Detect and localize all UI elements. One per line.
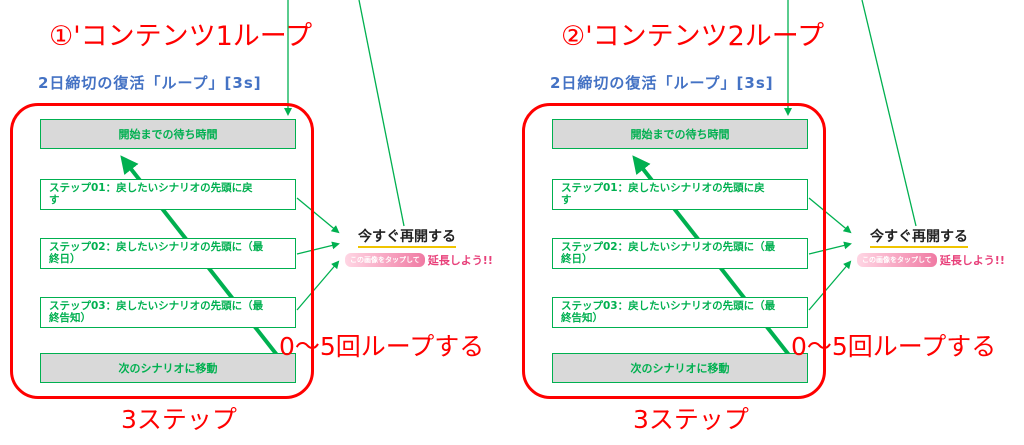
resume-title: 今すぐ再開する	[870, 228, 968, 248]
resume-badge: この画像をタップして	[345, 253, 425, 267]
loop-count-label: 0〜5回ループする	[791, 332, 997, 361]
next-scenario-box: 次のシナリオに移動	[552, 353, 808, 383]
steps-frame	[10, 103, 314, 399]
step-01-box: ステップ01：戻したいシナリオの先頭に戻 す	[40, 179, 296, 210]
panel-subheading: 2日締切の復活「ループ」[3s]	[550, 74, 774, 92]
wait-time-box: 開始までの待ち時間	[40, 119, 296, 149]
wait-time-box: 開始までの待ち時間	[552, 119, 808, 149]
step-03-box: ステップ03：戻したいシナリオの先頭に（最 終告知）	[552, 297, 808, 328]
step-02-box: ステップ02：戻したいシナリオの先頭に（最 終日）	[40, 238, 296, 269]
step-to-resume-arrows	[808, 197, 852, 311]
incoming-arrow-lines	[784, 0, 917, 227]
step-02-box: ステップ02：戻したいシナリオの先頭に（最 終日）	[552, 238, 808, 269]
step-count-label: 3ステップ	[121, 405, 237, 434]
panel-heading: ①'コンテンツ1ループ	[49, 21, 313, 52]
resume-title: 今すぐ再開する	[358, 228, 456, 248]
step-01-box: ステップ01：戻したいシナリオの先頭に戻 す	[552, 179, 808, 210]
step-count-label: 3ステップ	[633, 405, 749, 434]
panel-heading: ②'コンテンツ2ループ	[561, 21, 825, 52]
loop-count-label: 0〜5回ループする	[279, 332, 485, 361]
panel-subheading: 2日締切の復活「ループ」[3s]	[38, 74, 262, 92]
resume-cta: 延長しよう!!	[427, 254, 493, 267]
next-scenario-box: 次のシナリオに移動	[40, 353, 296, 383]
step-03-box: ステップ03：戻したいシナリオの先頭に（最 終告知）	[40, 297, 296, 328]
scenario-panel-2: ②'コンテンツ2ループ 2日締切の復活「ループ」[3s] 開始までの待ち時間 ス…	[512, 0, 1024, 445]
resume-banner: この画像をタップして 延長しよう!!	[345, 252, 493, 268]
resume-banner: この画像をタップして 延長しよう!!	[857, 252, 1005, 268]
step-to-resume-arrows	[296, 197, 340, 311]
resume-badge: この画像をタップして	[857, 253, 937, 267]
incoming-arrow-lines	[284, 0, 405, 227]
resume-cta: 延長しよう!!	[939, 254, 1005, 267]
steps-frame	[522, 103, 826, 399]
scenario-panel-1: ①'コンテンツ1ループ 2日締切の復活「ループ」[3s] 開始までの待ち時間 ス…	[10, 0, 493, 434]
